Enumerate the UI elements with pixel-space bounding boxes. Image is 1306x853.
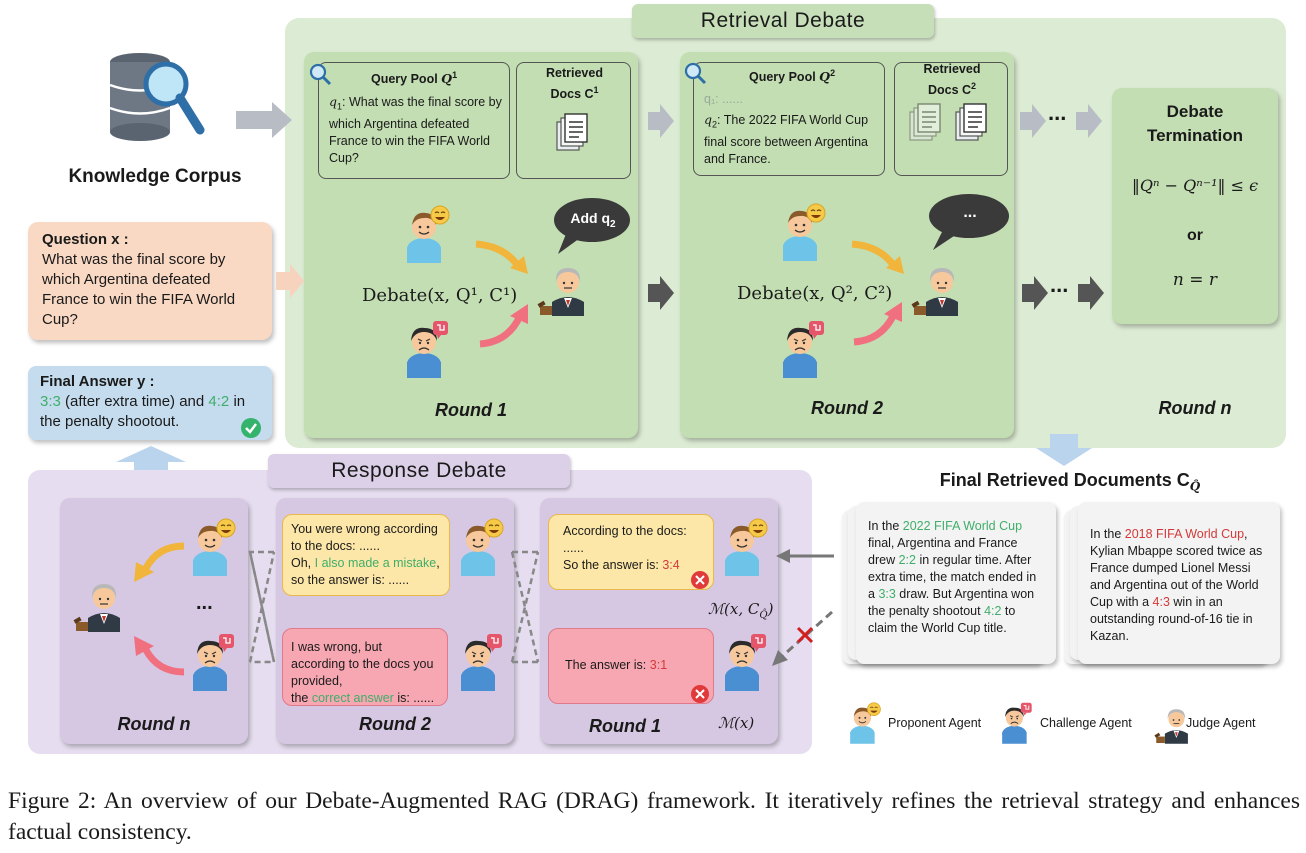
document-stack-icon [955,103,987,141]
round-2-challenger-bubble: I was wrong, but according to the docs y… [282,628,448,706]
challenge-agent-icon [460,633,503,692]
debate-formula-1: Debate(x, Q¹, C¹) [362,285,518,306]
retrieval-round-n-label: Round n [1158,398,1232,418]
database-icon [109,53,205,141]
round-1-challenger-bubble: The answer is: 3:1 [548,628,714,704]
ellipsis-top: ... [1048,100,1067,125]
query-pool-1-label: Query Pool [371,72,438,87]
retrieval-debate-title: Retrieval Debate [632,4,934,38]
final-answer-label: Final Answer y : [40,373,155,390]
document-stack-icon [556,113,588,151]
arrow-response-to-answer [116,446,186,474]
arrow-round2-to-n-top-a [1020,104,1046,138]
proponent-agent-icon [724,518,768,577]
search-icon [684,62,707,85]
figure-caption: Figure 2: An overview of our Debate-Augm… [8,788,1300,845]
arrow-corpus-to-retrieval [236,102,292,138]
final-doc-1: In the 2022 FIFA World Cup final, Argent… [856,502,1056,664]
arrow-round2-to-n-bottom-a [1022,276,1048,310]
arrow-challenger-to-judge-n [134,636,185,676]
question-text: What was the final score by which Argent… [42,251,236,328]
response-round-2-label: Round 2 [359,714,431,734]
legend-challenge-icon [1001,702,1033,745]
ellipsis-bottom: ... [1050,272,1069,297]
final-docs-title: Final Retrieved Documents CQ̂ [939,470,1201,494]
round-n-ellipsis: ... [196,592,213,614]
proponent-agent-icon [406,205,450,264]
retrieval-round-2-label: Round 2 [811,398,883,418]
query-pool-2: Query Pool Q2 q₁: ...... q2: The 2022 FI… [693,62,885,176]
query-2-text: q2: The 2022 FIFA World Cup final score … [704,112,869,166]
judge-agent-icon [910,267,959,317]
knowledge-corpus-label: Knowledge Corpus [68,166,242,187]
judge-agent-icon [536,267,585,317]
arrow-retrieval-to-final-docs [1036,434,1092,466]
response-debate-title: Response Debate [268,454,570,488]
arrow-challenger-to-judge-1 [479,304,528,348]
legend-judge-label: Judge Agent [1186,716,1256,730]
judge-agent-icon [72,583,121,633]
retrieval-round-1-label: Round 1 [435,400,507,420]
final-doc-2: In the 2018 FIFA World Cup, Kylian Mbapp… [1078,502,1280,664]
arrow-round2-to-n-bottom-b [1078,276,1104,310]
retrieved-docs-2: Retrieved Docs C2 [894,62,1008,176]
speech-bubble-ellipsis [929,194,1009,250]
model-without-docs: ℳ(x) [718,714,755,732]
arrow-round1-to-round2-bottom [648,276,674,310]
speech-bubble-add-query [554,198,630,254]
arrow-proponent-to-judge-2 [851,240,904,274]
debate-formula-2: Debate(x, Q², C²) [737,283,893,304]
legend-proponent-icon [849,702,881,745]
termination-or: or [1187,227,1203,244]
proponent-agent-icon [192,518,236,577]
cross-icon [691,571,709,589]
challenge-agent-icon [782,320,825,379]
termination-condition-2: n = r [1172,270,1218,290]
question-box: Question x : What was the final score by… [28,222,272,340]
final-answer-text: 3:3 (after extra time) and 4:2 in the pe… [40,393,246,430]
response-round-1-label: Round 1 [589,716,661,736]
arrow-proponent-to-judge-n [134,542,185,582]
search-icon [309,63,332,86]
challenge-agent-icon [724,633,767,692]
dashed-connector-n-2 [248,550,276,664]
model-with-docs: ℳ(x, CQ̂) [708,600,774,621]
termination-title: Debate Termination [1146,102,1244,145]
arrow-challenger-to-judge-2 [853,302,902,346]
query-pool-1: Query Pool Q1 q1: What was the final sco… [318,62,510,179]
check-icon [241,418,261,438]
legend-challenge-label: Challenge Agent [1040,716,1132,730]
arrow-round1-to-round2-top [648,104,674,138]
arrow-blocked-to-challenger [772,610,833,666]
final-answer-box: Final Answer y : 3:3 (after extra time) … [28,366,272,440]
debate-termination-box [1112,88,1278,324]
arrow-round2-to-n-top-b [1076,104,1102,138]
round-1-proponent-bubble: According to the docs: ...... So the ans… [548,514,714,590]
challenge-agent-icon [192,633,235,692]
cross-icon [691,685,709,703]
speech-bubble-ellipsis-text: ... [963,204,977,221]
proponent-agent-icon [782,203,826,262]
proponent-agent-icon [460,518,504,577]
query-1-faint: q₁: ...... [704,92,743,106]
question-label: Question x : [42,231,129,248]
query-1-text: q1: What was the final score by which Ar… [329,94,502,165]
legend-proponent-label: Proponent Agent [888,716,982,730]
document-stack-icon [909,103,941,141]
round-2-proponent-bubble: You were wrong according to the docs: ..… [282,514,450,596]
challenge-agent-icon [406,320,449,379]
arrow-proponent-to-judge-1 [475,240,528,274]
response-round-n-label: Round n [117,714,191,734]
termination-condition-1: ‖Qⁿ − Qⁿ⁻¹‖ ≤ ϵ [1131,176,1259,195]
speech-bubble-add-query-text: Add q2 [570,210,616,230]
arrow-docs-to-proponent [776,549,834,563]
retrieved-docs-1: Retrieved Docs C1 [516,62,631,179]
arrow-question-to-retrieval [276,264,304,298]
